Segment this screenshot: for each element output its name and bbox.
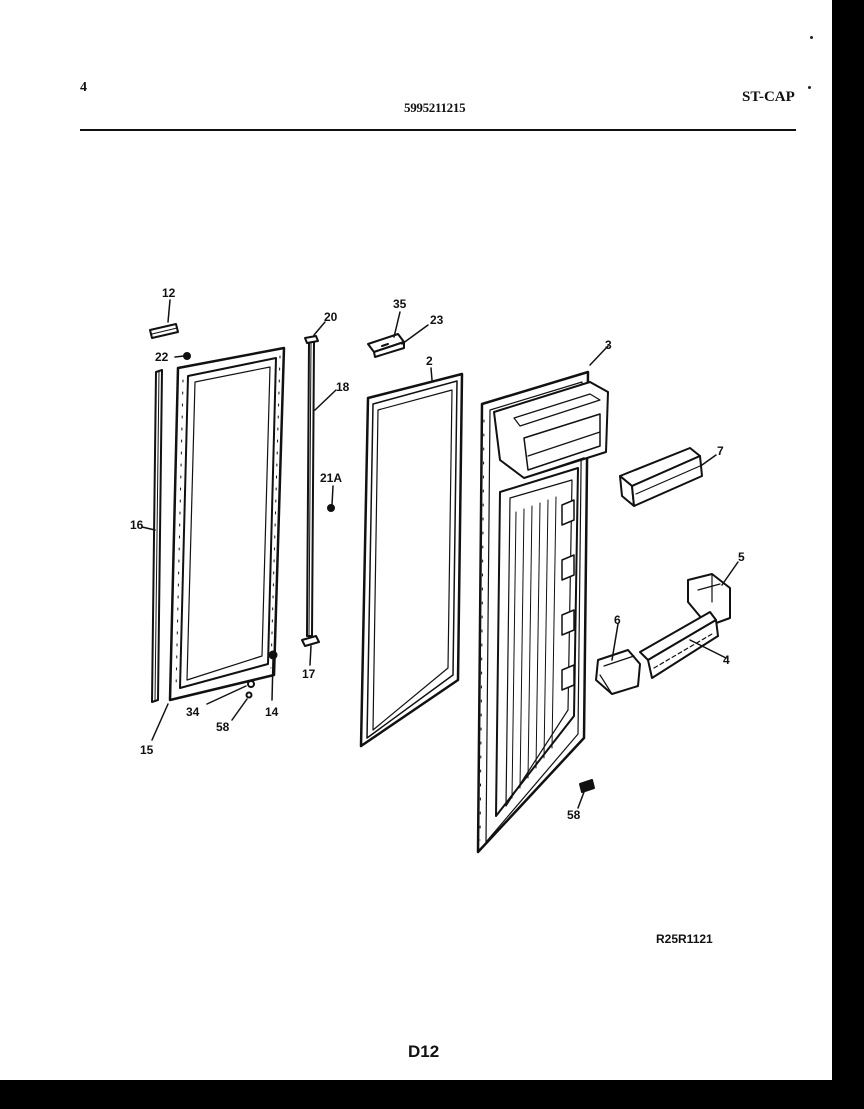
callout-5: 5: [738, 550, 745, 564]
callout-23: 23: [430, 313, 444, 327]
callout-35: 35: [393, 297, 407, 311]
callout-58-left: 58: [216, 720, 230, 734]
callout-7: 7: [717, 444, 724, 458]
part-21a-screw: [327, 485, 335, 512]
callout-14: 14: [265, 705, 279, 719]
part-22-screw: [174, 352, 191, 360]
callout-3: 3: [605, 338, 612, 352]
part-58-screw-right: [577, 779, 595, 809]
exploded-door-drawing: [141, 299, 739, 854]
callout-34: 34: [186, 705, 200, 719]
part-35-23-bracket: [367, 311, 429, 358]
part-12-hinge-cover: [149, 323, 179, 339]
scan-speck: [810, 36, 813, 39]
scan-speck: [808, 86, 811, 89]
callout-16: 16: [130, 518, 144, 532]
page-number: 4: [80, 80, 87, 95]
callout-6: 6: [614, 613, 621, 627]
callout-4: 4: [723, 653, 730, 667]
callout-20: 20: [324, 310, 338, 324]
callout-2: 2: [426, 354, 433, 368]
callout-22: 22: [155, 350, 169, 364]
header-rule: [80, 129, 796, 131]
part-34-screw: [206, 680, 255, 705]
part-7-shelf-rail: [619, 447, 717, 507]
part-6-clip: [595, 623, 641, 695]
brand-code: ST-CAP: [742, 89, 795, 105]
part-18-rod: [306, 341, 315, 637]
page-code: D12: [408, 1042, 440, 1061]
callout-18: 18: [336, 380, 350, 394]
part-17-bottom-pin: [301, 635, 320, 666]
part-2-gasket: [359, 367, 464, 748]
part-3-door-liner: [476, 345, 609, 854]
callout-17: 17: [302, 667, 316, 681]
model-number: 5995211215: [404, 100, 466, 115]
part-20-top-pin: [304, 321, 326, 344]
part-58-screw-left: [231, 691, 253, 721]
part-14-plug: [268, 650, 278, 701]
part-16-strip: [151, 369, 163, 703]
part-4-bar: [639, 611, 727, 679]
callout-15: 15: [140, 743, 154, 757]
callout-21a: 21A: [320, 471, 343, 485]
callout-12: 12: [162, 286, 176, 300]
parts-diagram-page: 4 5995211215 ST-CAP: [0, 0, 832, 1080]
part-5-end-cap: [687, 561, 739, 627]
drawing-reference-code: R25R1121: [656, 932, 713, 946]
part-15-door-frame: [168, 346, 286, 702]
callout-58-right: 58: [567, 808, 581, 822]
